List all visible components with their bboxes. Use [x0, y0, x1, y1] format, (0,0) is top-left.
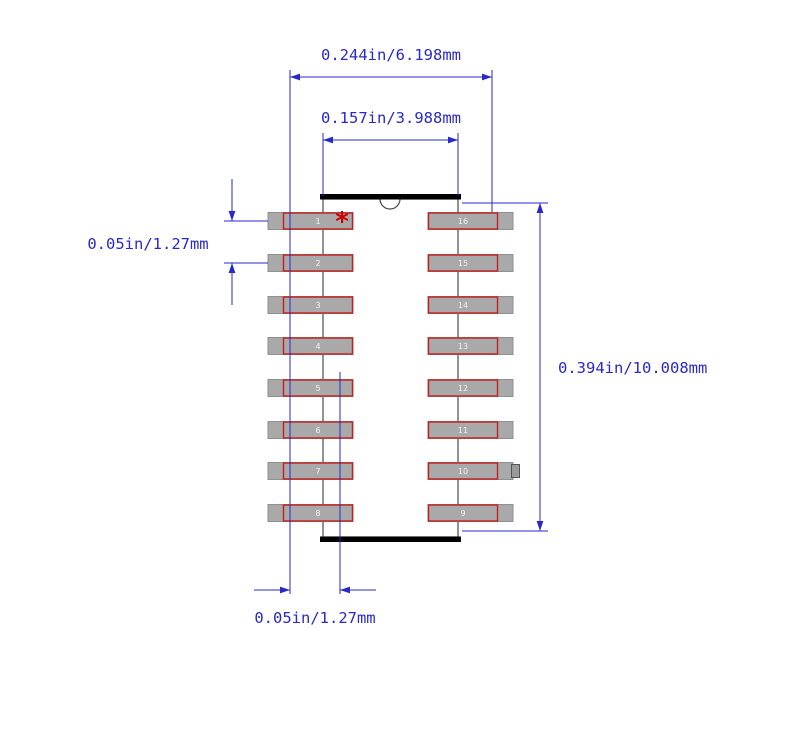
pad-12: [427, 379, 514, 397]
lead-outline-13: [427, 337, 499, 355]
pin-number-14: 14: [458, 301, 468, 310]
height-label: 0.394in/10.008mm: [558, 359, 707, 377]
lead-outline-5: [282, 379, 354, 397]
lead-outline-1: [282, 212, 354, 230]
lead-outline-2: [282, 254, 354, 272]
dimension-labels: 0.244in/6.198mm 0.157in/3.988mm 0.05in/1…: [87, 46, 707, 627]
pin-number-15: 15: [458, 259, 468, 268]
pin1-notch: [379, 198, 401, 210]
arrow-right-icon: [448, 136, 458, 144]
pin-number-1: 1: [315, 217, 320, 226]
side-marker-pad: [511, 464, 520, 478]
pad-11: [427, 421, 514, 439]
arrow-up-icon: [228, 263, 236, 273]
pad-15: [427, 254, 514, 272]
pin-number-3: 3: [315, 301, 320, 310]
pin-number-6: 6: [315, 426, 320, 435]
arrow-right-icon: [482, 73, 492, 81]
pin-number-2: 2: [315, 259, 320, 268]
dimension-lines: [224, 70, 548, 594]
pad-10: [427, 462, 514, 480]
pad-9: [427, 504, 514, 522]
dimension-arrowheads: [228, 73, 544, 594]
lead-outline-6: [282, 421, 354, 439]
pad-13: [427, 337, 514, 355]
top-body-bar: [320, 194, 461, 200]
pin-number-9: 9: [460, 509, 465, 518]
lead-outline-8: [282, 504, 354, 522]
left-pitch-label: 0.05in/1.27mm: [87, 235, 208, 253]
bottom-body-bar: [320, 536, 461, 542]
pin-number-11: 11: [458, 426, 468, 435]
pin-number-8: 8: [315, 509, 320, 518]
pin-number-16: 16: [458, 217, 468, 226]
arrow-up-icon: [536, 203, 544, 213]
arrow-down-icon: [536, 521, 544, 531]
pad-4: [267, 337, 354, 355]
lead-outline-9: [427, 504, 499, 522]
arrow-right-icon: [280, 586, 290, 594]
pin-number-10: 10: [458, 467, 468, 476]
lead-outline-7: [282, 462, 354, 480]
arrow-left-icon: [290, 73, 300, 81]
pin-number-12: 12: [458, 384, 468, 393]
pin-number-5: 5: [315, 384, 320, 393]
lead-outline-11: [427, 421, 499, 439]
pad-2: [267, 254, 354, 272]
lead-outline-16: [427, 212, 499, 230]
left-pad-column: 1 2 3 4 5 6 7 8: [267, 212, 354, 522]
lead-outline-14: [427, 296, 499, 314]
arrow-down-icon: [228, 211, 236, 221]
pin-number-7: 7: [315, 467, 320, 476]
lead-outline-3: [282, 296, 354, 314]
lead-outline-4: [282, 337, 354, 355]
pad-3: [267, 296, 354, 314]
pin-number-13: 13: [458, 342, 468, 351]
lead-outline-12: [427, 379, 499, 397]
inner-width-label: 0.157in/3.988mm: [321, 109, 461, 127]
package-body-outline: [322, 198, 459, 538]
overall-width-label: 0.244in/6.198mm: [321, 46, 461, 64]
pin-number-4: 4: [315, 342, 320, 351]
pad-14: [427, 296, 514, 314]
bottom-offset-label: 0.05in/1.27mm: [254, 609, 375, 627]
pin1-marker: *: [335, 207, 349, 237]
arrow-left-icon: [340, 586, 350, 594]
arrow-left-icon: [323, 136, 333, 144]
pad-16: [427, 212, 514, 230]
lead-outline-15: [427, 254, 499, 272]
lead-outline-10: [427, 462, 499, 480]
